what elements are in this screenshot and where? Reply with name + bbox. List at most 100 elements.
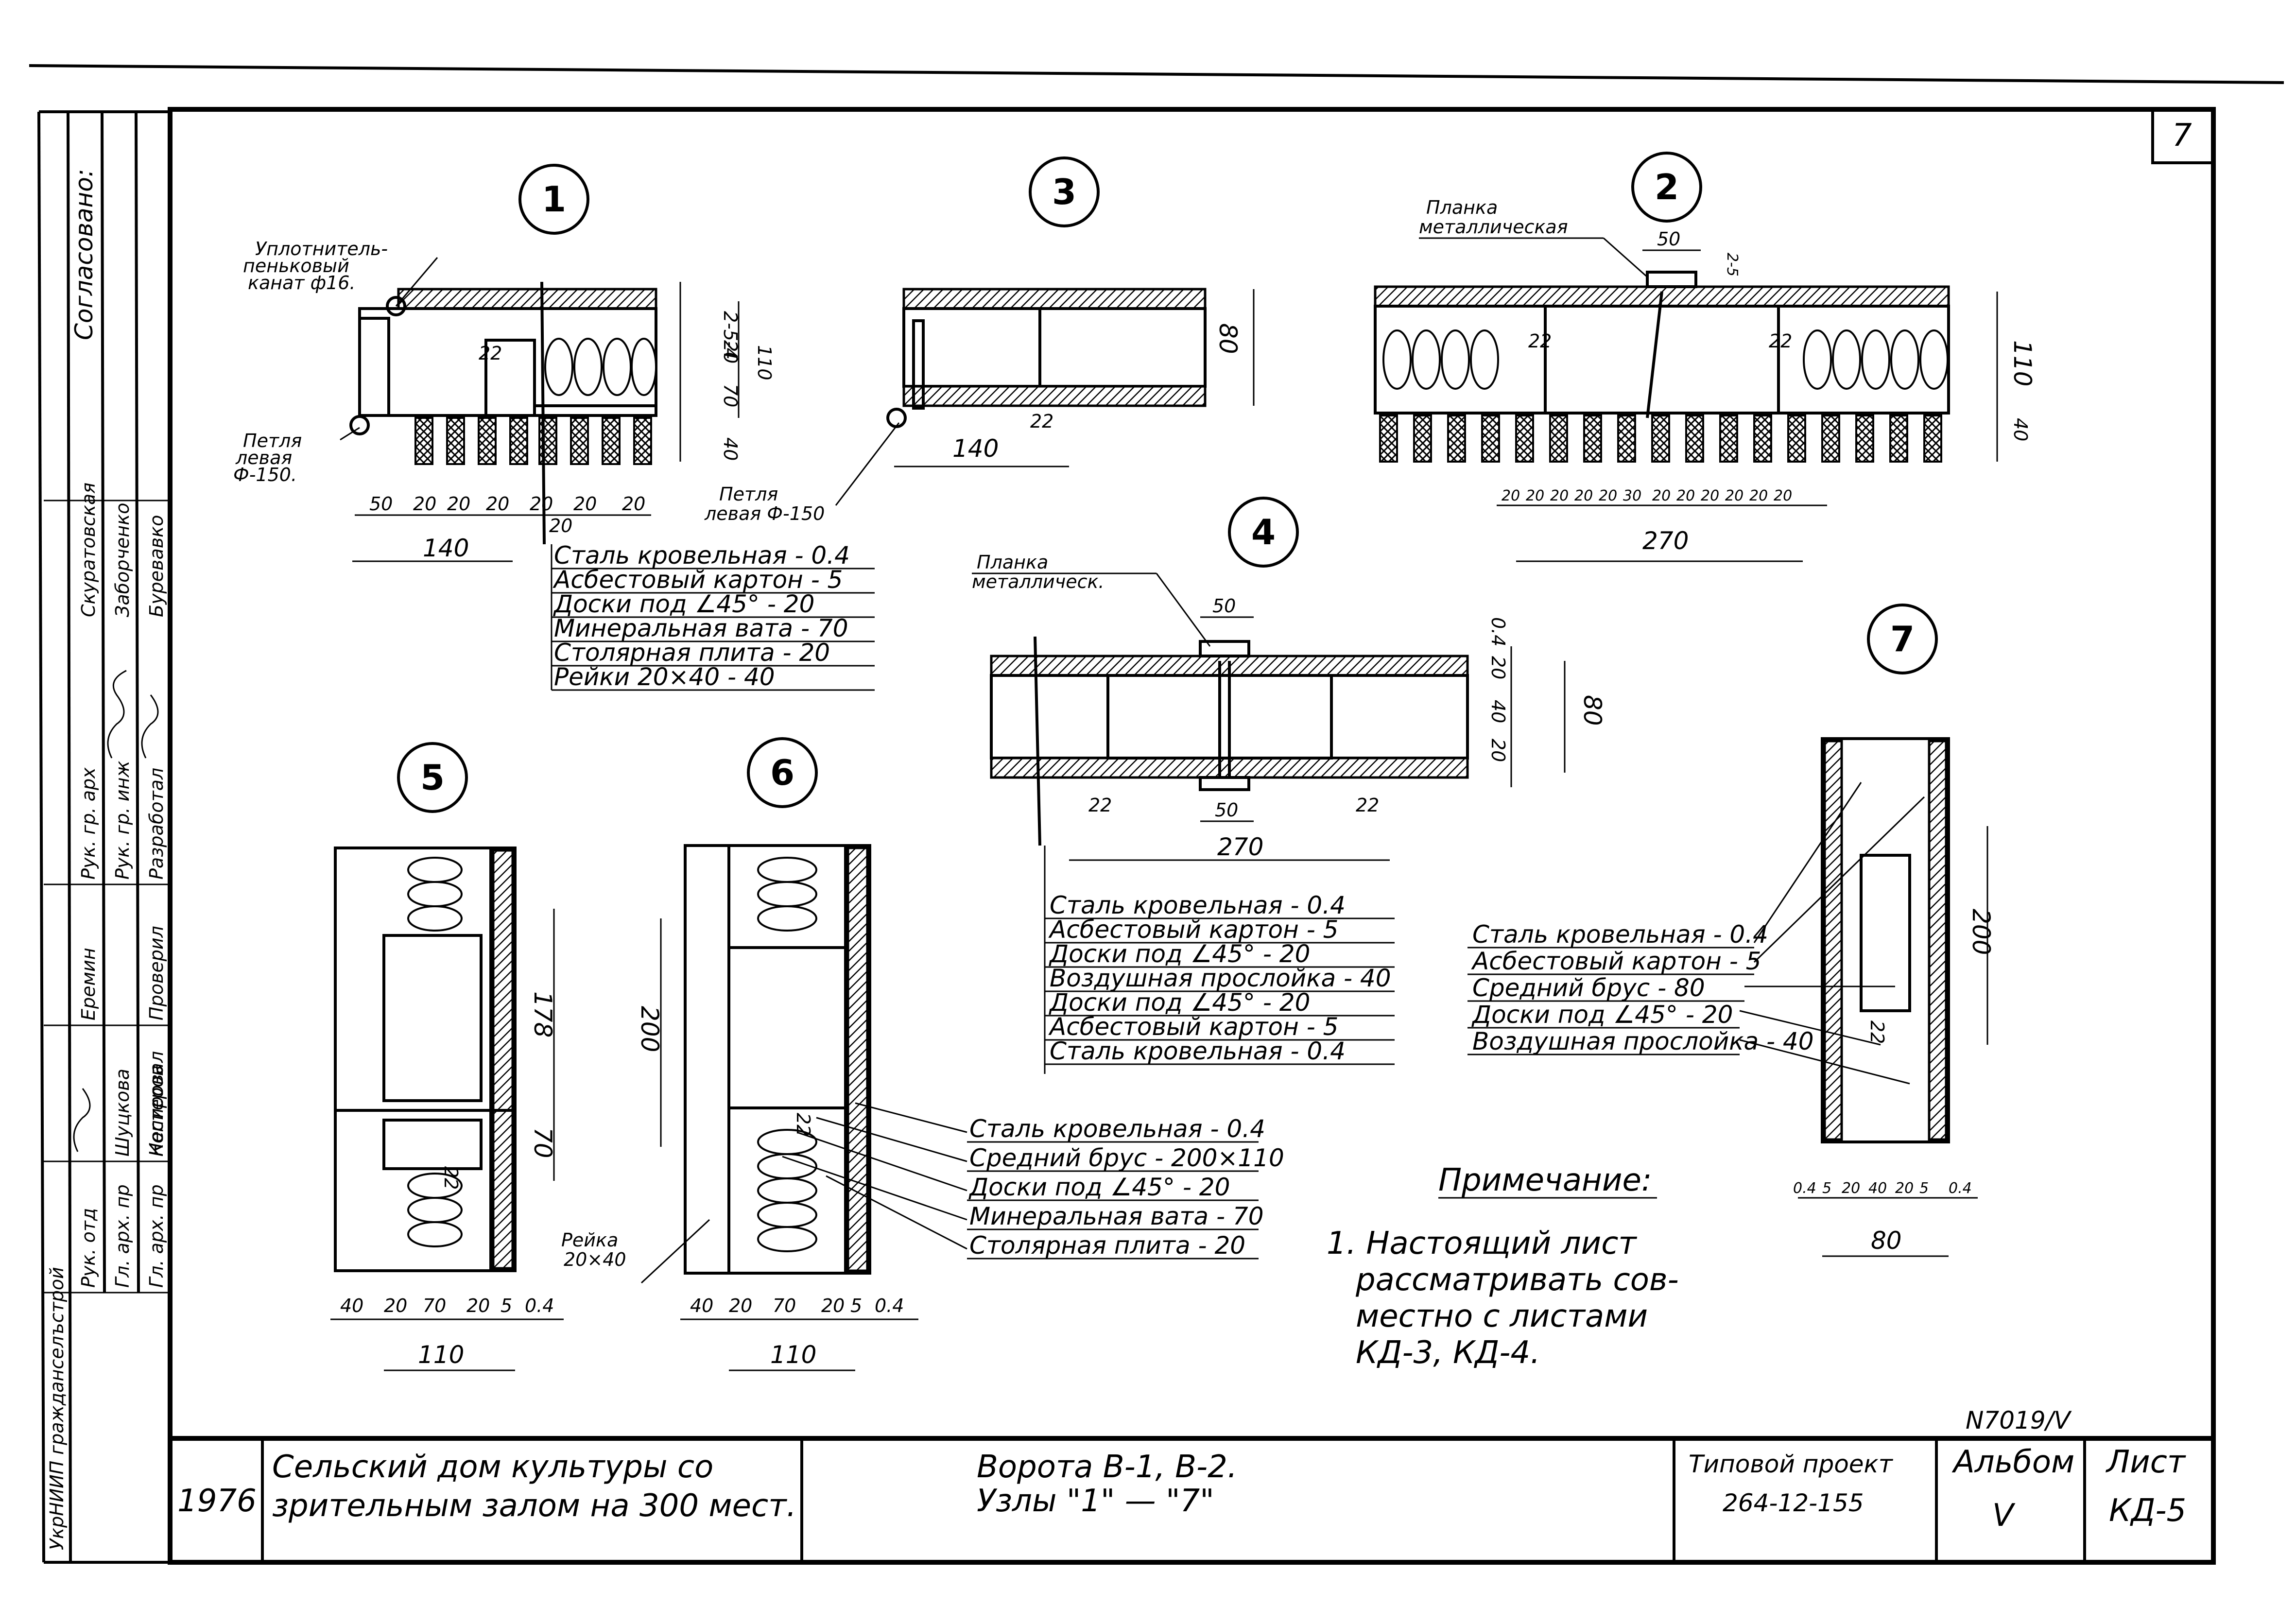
node-2-metal-plank [1646,271,1697,288]
node-7-dim-total: 80 [1871,1227,1902,1255]
node-1-layer-3: Доски под ∠45° - 20 [553,590,814,618]
node-6-number: 6 [770,752,794,793]
node-2-number: 2 [1655,167,1679,207]
node-4-dim-r4: 20 [1487,739,1509,762]
node-2-dim-b1: 20 [1502,487,1520,504]
node-2-insulation [1382,329,1949,390]
sheet-number-box: 7 [2151,108,2215,164]
node-1-seal-rope [386,296,406,316]
stamp-role-8: Гл. арх. пр [146,1184,167,1288]
node-3-number: 3 [1052,172,1076,212]
node-6-section: 200 22 40 20 70 20 5 0.4 110 Сталь крове… [636,844,1284,1371]
node-1-dim-b5: 20 [530,493,553,515]
node-5-number: 5 [420,757,445,798]
node-2-dim-b6: 30 [1623,487,1641,504]
node-1-dim-r2: 20 [720,340,741,363]
node-1-seal-label-2: пеньковый [243,255,349,276]
note-line-1: 1. Настоящий лист [1327,1226,1637,1261]
node-7-layer-3: Средний брус - 80 [1472,974,1705,1002]
node-1-dim-r3: 70 [720,384,741,407]
node-1-layer-6: Рейки 20×40 - 40 [554,663,775,691]
node-6-layer-2: Средний брус - 200×110 [969,1144,1284,1172]
node-2-plank-label-2: металлическая [1419,216,1568,238]
node-6-dim-b6: 0.4 [875,1295,904,1316]
node-2-dim-b11: 20 [1749,487,1768,504]
node-4-layer-2: Асбестовый картон - 5 [1048,916,1338,944]
node-7-dim-b6: 5 [1919,1180,1929,1197]
title-year: 1976 [177,1483,257,1519]
node-4-metal-plank-bottom [1199,776,1250,791]
signature-1 [107,670,127,759]
sheet-label: Лист [2106,1444,2186,1480]
node-3-dim-height: 80 [1214,323,1242,354]
node-1-dim-b1: 50 [369,493,393,515]
node-7-layer-2: Асбестовый картон - 5 [1471,947,1761,975]
node-4-dim-inner-2: 22 [1356,795,1379,816]
node-3-hinge-label-1: Петля [719,484,778,505]
node-6-dim-total: 110 [770,1341,816,1369]
node-5-dim-b5: 5 [501,1295,512,1316]
node-4-number: 4 [1251,512,1276,553]
node-1-hinge-label-2: левая [235,447,292,468]
node-2-dim-b8: 20 [1676,487,1695,504]
typical-project-code: 264-12-155 [1723,1489,1864,1517]
title-drawing-2: Узлы "1" — "7" [977,1483,1214,1519]
node-5-slat-label-1: Рейка [561,1229,618,1251]
node-1-dim-height: 110 [754,345,775,380]
node-7-dim-b7: 0.4 [1949,1180,1972,1197]
node-5-dim-b6: 0.4 [525,1295,554,1316]
stamp-name-2: Заборченко [112,503,133,617]
node-2-slats [1379,415,1942,463]
node-4-dim-r3: 40 [1487,700,1509,723]
node-6-layer-4: Минеральная вата - 70 [969,1202,1264,1230]
node-4-dim-inner-1: 22 [1088,795,1112,816]
stamp-role-6: Рук. отд [78,1208,99,1288]
note-line-4: КД-3, КД-4. [1356,1335,1540,1371]
signature-3 [73,1088,91,1152]
node-2-dim-b9: 20 [1701,487,1719,504]
node-7-dim-b4: 40 [1868,1180,1887,1197]
stamp-name-5: Шуцкова [112,1069,133,1157]
org-name: УкрНИИП гражданселъстрой [46,1267,68,1550]
node-1-layer-2: Асбестовый картон - 5 [552,566,843,594]
title-block: 1976 Сельский дом культуры со зрительным… [170,1406,2213,1562]
node-1-dim-b8: 20 [549,515,572,536]
node-6-layer-1: Сталь кровельная - 0.4 [969,1115,1265,1143]
title-project-2: зрительным залом на 300 мест. [272,1488,796,1524]
node-4-layer-6: Асбестовый картон - 5 [1048,1013,1338,1041]
sheet-number: 7 [2172,118,2192,154]
node-4-dim-r2: 20 [1487,656,1509,679]
stamp-name-1: Скуратовская [78,483,99,617]
node-4-layer-5: Доски под ∠45° - 20 [1049,988,1310,1017]
node-2-dim-plank: 50 [1657,228,1680,250]
node-1-dim-b6: 20 [573,493,597,515]
node-2-dim-b7: 20 [1652,487,1671,504]
stamp-name-4: Еремин [78,948,99,1020]
node-7-layer-5: Воздушная прослойка - 40 [1472,1027,1814,1055]
approval-stamp: Согласовано: Рук. гр. арх Рук. гр. инж Р… [44,111,170,1563]
node-2-dim-b3: 20 [1550,487,1569,504]
node-2-dim-height: 110 [2008,340,2037,386]
node-4-layer-list: Сталь кровельная - 0.4 Асбестовый картон… [1044,846,1395,1074]
sheet-frame [29,64,2284,1565]
node-5-dim-inner: 22 [440,1166,462,1190]
node-1-dim-b7: 20 [622,493,645,515]
node-3-hinge-label-2: левая Ф-150 [704,503,825,524]
node-4-layer-1: Сталь кровельная - 0.4 [1050,891,1346,919]
node-1-number: 1 [542,179,566,220]
node-4-dim-plank-top: 50 [1212,595,1236,617]
title-project-1: Сельский дом культуры со [272,1449,713,1485]
node-2-dim-b12: 20 [1774,487,1792,504]
node-4-dim-height: 80 [1578,695,1606,726]
node-7-layer-1: Сталь кровельная - 0.4 [1472,920,1768,949]
node-4-layer-4: Воздушная прослойка - 40 [1050,964,1391,992]
signature-2 [141,694,159,759]
node-1-insulation [544,338,657,396]
node-1-layer-4: Минеральная вата - 70 [554,614,848,642]
node-4-dim-total: 270 [1217,833,1263,861]
note-title: Примечание: [1438,1162,1652,1198]
node-5-dim-lower: 70 [529,1127,557,1158]
node-5-dim-b4: 20 [466,1295,490,1316]
node-1-slats [414,417,652,465]
stamp-role-7: Гл. арх. пр [112,1184,133,1288]
